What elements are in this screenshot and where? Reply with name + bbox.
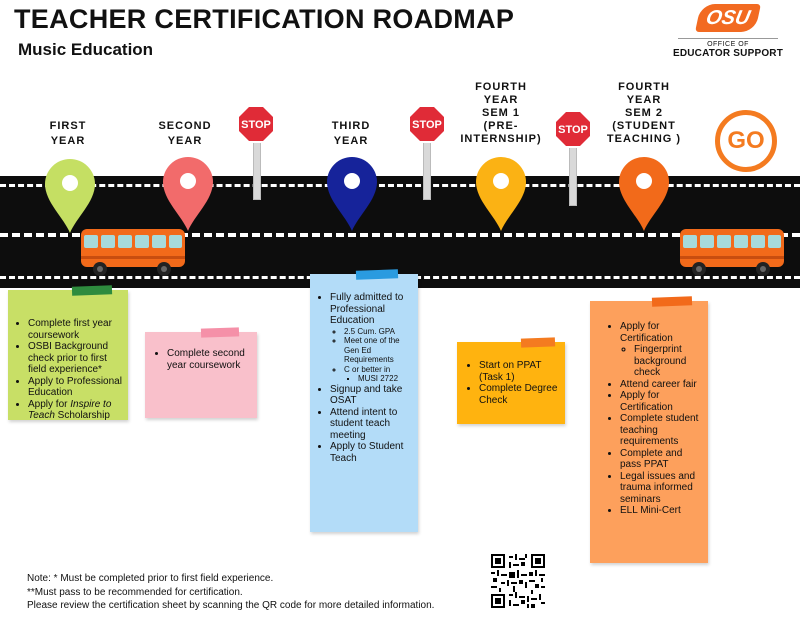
list-item-text: Apply for Certification: [620, 321, 673, 344]
stop-sign-label: STOP: [558, 124, 588, 136]
list-item: MUSI 2722: [358, 374, 414, 384]
list-item: Fully admitted to Professional Education…: [330, 292, 414, 384]
stage-fourth2-line2: YEAR: [626, 94, 662, 106]
stage-fourth-year-sem2: FOURTH YEAR SEM 2 (STUDENT TEACHING ): [602, 81, 686, 146]
stop-sign-pole-2: [423, 138, 431, 200]
list-item: Complete student teaching requirements: [620, 413, 704, 448]
note-second-year: Complete second year coursework: [145, 327, 257, 418]
note-third-subsublist: MUSI 2722: [344, 374, 414, 384]
list-item: Attend intent to student teach meeting: [330, 407, 414, 442]
note-tape: [651, 296, 693, 307]
stop-sign-icon: STOP: [237, 105, 275, 143]
page-title: TEACHER CERTIFICATION ROADMAP: [14, 4, 515, 34]
logo-educator-support: EDUCATOR SUPPORT: [672, 48, 784, 59]
stage-third-line1: THIRD: [331, 120, 371, 132]
stage-first-line2: YEAR: [50, 135, 86, 147]
list-item-text: Apply for: [28, 398, 71, 410]
list-item: Fingerprint background check: [634, 344, 704, 379]
list-item: Attend career fair: [620, 379, 704, 391]
osu-logo: OSU OFFICE OF EDUCATOR SUPPORT: [672, 4, 784, 59]
list-item: ELL Mini-Cert: [620, 505, 704, 517]
location-pin-icon: [163, 157, 213, 231]
logo-divider: [678, 38, 778, 39]
qr-code-icon[interactable]: [491, 554, 545, 608]
stage-fourth2-line4: (STUDENT: [612, 120, 676, 132]
note-tape: [71, 285, 113, 296]
stage-second-year: SECOND YEAR: [152, 119, 218, 149]
list-item: OSBI Background check prior to first fie…: [28, 341, 124, 376]
stage-fourth1-line1: FOURTH: [475, 81, 527, 93]
stage-fourth2-line5: TEACHING ): [606, 133, 682, 145]
note-fourth1-list: Start on PPAT (Task 1) Complete Degree C…: [463, 360, 561, 406]
location-pin-icon: [619, 157, 669, 231]
list-item-emphasis: Inspire to Teach: [28, 398, 112, 422]
footer-note-2: **Must pass to be recommended for certif…: [27, 586, 243, 598]
note-fourth-year-sem2: Apply for Certification Fingerprint back…: [590, 296, 708, 563]
stage-fourth1-line4: (PRE-: [483, 120, 519, 132]
list-item: Apply for Certification Fingerprint back…: [620, 321, 704, 379]
stage-second-line2: YEAR: [167, 135, 203, 147]
note-fourth2-list: Apply for Certification Fingerprint back…: [604, 321, 704, 517]
list-item: Apply to Professional Education: [28, 376, 124, 399]
list-item: C or better in MUSI 2722: [344, 365, 414, 384]
note-tape: [200, 327, 240, 338]
list-item: Meet one of the Gen Ed Requirements: [344, 336, 414, 365]
stage-fourth2-line3: SEM 2: [624, 107, 663, 119]
list-item: Signup and take OSAT: [330, 384, 414, 407]
note-first-year: Complete first year coursework OSBI Back…: [8, 285, 128, 422]
location-pin-icon: [476, 157, 526, 231]
stage-third-line2: YEAR: [333, 135, 369, 147]
stage-first-year: FIRST YEAR: [38, 119, 98, 149]
stage-fourth1-line2: YEAR: [483, 94, 519, 106]
go-sign: GO: [715, 110, 777, 172]
note-third-year: Fully admitted to Professional Education…: [310, 269, 418, 532]
note-tape: [520, 337, 556, 348]
stop-sign-icon: STOP: [408, 105, 446, 143]
location-pin-icon: [45, 159, 95, 233]
note-tape: [355, 269, 399, 280]
note-fourth-year-sem1: Start on PPAT (Task 1) Complete Degree C…: [457, 337, 565, 424]
list-item: Start on PPAT (Task 1): [479, 360, 561, 383]
list-item: Apply to Student Teach: [330, 441, 414, 464]
note-first-list: Complete first year coursework OSBI Back…: [12, 318, 124, 422]
stage-fourth1-line5: INTERNSHIP): [460, 133, 542, 145]
footer-note-1: Note: * Must be completed prior to first…: [27, 573, 274, 584]
stage-first-line1: FIRST: [49, 120, 87, 132]
footer-notes: Note: * Must be completed prior to first…: [27, 572, 434, 613]
list-item-text: Fully admitted to Professional Education: [330, 292, 404, 326]
page-subtitle: Music Education: [18, 40, 154, 59]
note-third-list: Fully admitted to Professional Education…: [314, 292, 414, 464]
road-center-lane: [0, 233, 800, 237]
note-second-list: Complete second year coursework: [151, 348, 253, 371]
list-item-text: C or better in: [344, 364, 391, 374]
osu-logo-mark: OSU: [695, 4, 761, 32]
list-item: Legal issues and trauma informed seminar…: [620, 471, 704, 506]
footer-note-3: Please review the certification sheet by…: [27, 600, 435, 611]
stop-sign-pole-1: [253, 138, 261, 200]
stage-fourth-year-sem1: FOURTH YEAR SEM 1 (PRE- INTERNSHIP): [458, 81, 544, 146]
stage-second-line1: SECOND: [158, 120, 212, 132]
list-item: Complete second year coursework: [167, 348, 253, 371]
stop-sign-icon: STOP: [554, 110, 592, 148]
stage-fourth1-line3: SEM 1: [481, 107, 520, 119]
list-item: Apply for Certification: [620, 390, 704, 413]
list-item: Complete first year coursework: [28, 318, 124, 341]
stage-fourth2-line1: FOURTH: [618, 81, 670, 93]
note-third-sublist: 2.5 Cum. GPA Meet one of the Gen Ed Requ…: [330, 327, 414, 384]
logo-office-of: OFFICE OF: [707, 41, 749, 48]
list-item: 2.5 Cum. GPA: [344, 327, 414, 337]
list-item: Complete and pass PPAT: [620, 448, 704, 471]
stop-sign-label: STOP: [412, 119, 442, 131]
list-item: Complete Degree Check: [479, 383, 561, 406]
location-pin-icon: [327, 157, 377, 231]
stage-third-year: THIRD YEAR: [322, 119, 380, 149]
stop-sign-label: STOP: [241, 119, 271, 131]
list-item: Apply for Inspire to Teach Scholarship: [28, 399, 124, 422]
stop-sign-pole-3: [569, 142, 577, 206]
bus-icon: [81, 229, 185, 276]
note-fourth2-sublist: Fingerprint background check: [620, 344, 704, 379]
bus-icon: [680, 229, 784, 276]
road-top-edge: [0, 184, 800, 187]
list-item-text: Scholarship: [54, 410, 110, 421]
